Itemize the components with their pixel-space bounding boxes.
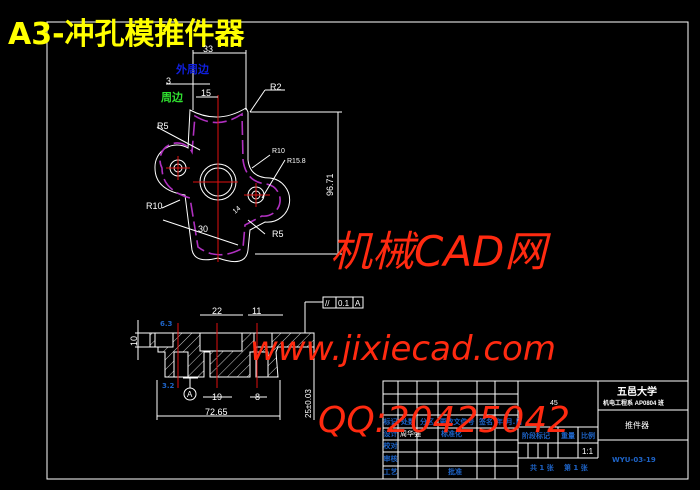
- drawing-number: WYU-03-19: [612, 456, 656, 464]
- dim-r2: R2: [270, 82, 282, 92]
- standardization: 标准化: [440, 429, 462, 438]
- roughness-symbol-top: 6.3: [160, 320, 173, 328]
- sheet-number: 第 1 张: [564, 463, 589, 472]
- dim-72-65: 72.65: [205, 407, 228, 417]
- datum-label: A: [187, 390, 193, 399]
- dim-r5-bottom: R5: [272, 229, 284, 239]
- dim-r10-right: R10: [272, 148, 285, 155]
- part-name: 推件器: [625, 420, 649, 430]
- dim-22: 22: [212, 306, 222, 316]
- dim-25: 25±0.03: [304, 389, 313, 418]
- outer-edge-label: 外周边: [175, 62, 210, 76]
- designer: 周华强: [400, 429, 421, 438]
- offset-edge-line: [159, 112, 281, 256]
- dim-r10-left: R10: [146, 201, 163, 211]
- dim-r15-8: R15.8: [287, 158, 306, 165]
- dim-3: 3: [166, 76, 171, 86]
- row-label: 设计: [384, 429, 398, 438]
- watermark-qq: QQ:20425042: [318, 400, 570, 441]
- approval: 批准: [448, 467, 462, 476]
- row-label: 工艺: [384, 467, 398, 476]
- watermark-url: www.jixiecad.com: [250, 329, 556, 369]
- drawing-frame: [46, 21, 689, 480]
- tolerance-datum: A: [355, 299, 361, 308]
- section-view: // 0.1 A A 6.3 3.2 22 11 10 19 8 72.65 2…: [129, 296, 364, 420]
- watermark: 机械CAD网 www.jixiecad.com QQ:20425042: [250, 227, 570, 441]
- stage-mark: 阶段标记: [522, 431, 550, 440]
- dim-8: 8: [255, 392, 260, 402]
- material: 45: [550, 400, 558, 407]
- section-hatch: [149, 332, 315, 378]
- edge-label: 周边: [161, 90, 184, 104]
- sheet-count: 共 1 张: [530, 463, 555, 472]
- school-name: 五邑大学: [617, 385, 657, 398]
- row-label: 校对: [384, 441, 398, 450]
- ratio-label: 比例: [581, 431, 595, 440]
- row-label: 标记: [383, 417, 398, 426]
- watermark-site-name: 机械CAD网: [330, 227, 551, 276]
- column-head: 签名: [478, 417, 493, 426]
- dim-11: 11: [252, 306, 261, 316]
- part-outline: [154, 107, 291, 263]
- geometric-tolerance-frame: [322, 296, 364, 309]
- top-view: 33 外周边 3 周边 15 R2 R5 R10 R15.8 R10 30 R5…: [146, 44, 342, 263]
- dim-96-71: 96.71: [325, 173, 335, 196]
- dim-19: 19: [212, 392, 222, 402]
- dim-15: 15: [201, 88, 211, 98]
- roughness-symbol-bottom: 3.2: [162, 382, 175, 390]
- title-block: 五邑大学 机电工程系 AP0804 班 45 推件器 1:1 WYU-03-19…: [382, 380, 689, 480]
- column-head: 更改文件号: [440, 417, 475, 426]
- drawing-title: A3-冲孔模推件器: [8, 17, 246, 52]
- dim-10: 10: [129, 336, 139, 346]
- parallelism-symbol: //: [325, 299, 330, 308]
- column-head: 年.月.日: [496, 417, 522, 426]
- department: 机电工程系 AP0804 班: [603, 399, 664, 407]
- dim-r5-top: R5: [157, 121, 169, 131]
- weight-label: 重量: [561, 431, 575, 440]
- tolerance-value: 0.1: [338, 299, 350, 308]
- row-label: 审核: [384, 454, 398, 463]
- column-head: 分区: [420, 417, 434, 426]
- dim-33: 33: [203, 44, 213, 54]
- column-head: 处数: [400, 417, 416, 426]
- datum-a-symbol: [183, 387, 197, 401]
- dim-14: 14: [232, 205, 243, 215]
- dim-30: 30: [198, 224, 208, 234]
- scale: 1:1: [582, 447, 594, 456]
